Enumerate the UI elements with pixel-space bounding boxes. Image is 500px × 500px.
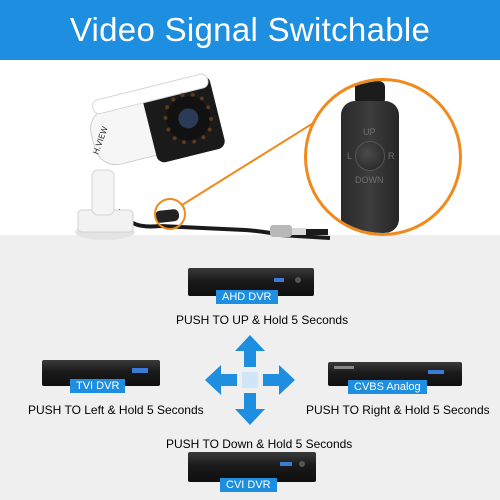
dvr-cvbs-label: CVBS Analog (348, 380, 427, 394)
switch-zoom-callout: UP L R DOWN (304, 78, 462, 236)
arrow-down-icon (235, 393, 265, 425)
switch-down-label: DOWN (355, 175, 384, 185)
title-banner: Video Signal Switchable (0, 0, 500, 60)
switch-knob[interactable] (355, 141, 385, 171)
switch-left-label: L (347, 151, 353, 161)
dvr-cvbs: CVBS Analog (328, 362, 462, 396)
dvr-cvi: CVI DVR (188, 452, 316, 492)
dvr-tvi-label: TVI DVR (70, 379, 126, 393)
dvr-tvi: TVI DVR (42, 360, 160, 394)
callout-line (181, 121, 316, 206)
cable-switch (154, 209, 180, 223)
arrow-right-icon (263, 365, 295, 395)
dvr-cvi-label: CVI DVR (220, 478, 277, 492)
dvr-cvbs-panel (334, 366, 444, 374)
instruction-up: PUSH TO UP & Hold 5 Seconds (176, 313, 349, 327)
camera-mount (75, 169, 135, 240)
instruction-left: PUSH TO Left & Hold 5 Seconds (28, 403, 204, 417)
switch-up-label: UP (363, 127, 376, 137)
direction-arrows (205, 335, 295, 425)
dvr-ahd-label: AHD DVR (216, 290, 278, 304)
camera-body (90, 73, 225, 166)
bnc-connector (270, 225, 328, 237)
banner-title: Video Signal Switchable (69, 11, 431, 48)
arrow-left-icon (205, 365, 237, 395)
instruction-right: PUSH TO Right & Hold 5 Seconds (306, 403, 490, 417)
switch-right-label: R (388, 151, 395, 161)
switch-body: UP L R DOWN (341, 101, 399, 233)
dvr-cvi-panel (280, 461, 305, 467)
dvr-cvi-box (188, 452, 316, 482)
instruction-down: PUSH TO Down & Hold 5 Seconds (166, 437, 353, 451)
dvr-tvi-panel (132, 368, 148, 373)
arrow-up-icon (235, 335, 265, 367)
dvr-ahd: AHD DVR (188, 268, 314, 304)
dvr-ahd-panel (274, 277, 301, 283)
camera-illustration: H.VIEW (75, 73, 331, 240)
